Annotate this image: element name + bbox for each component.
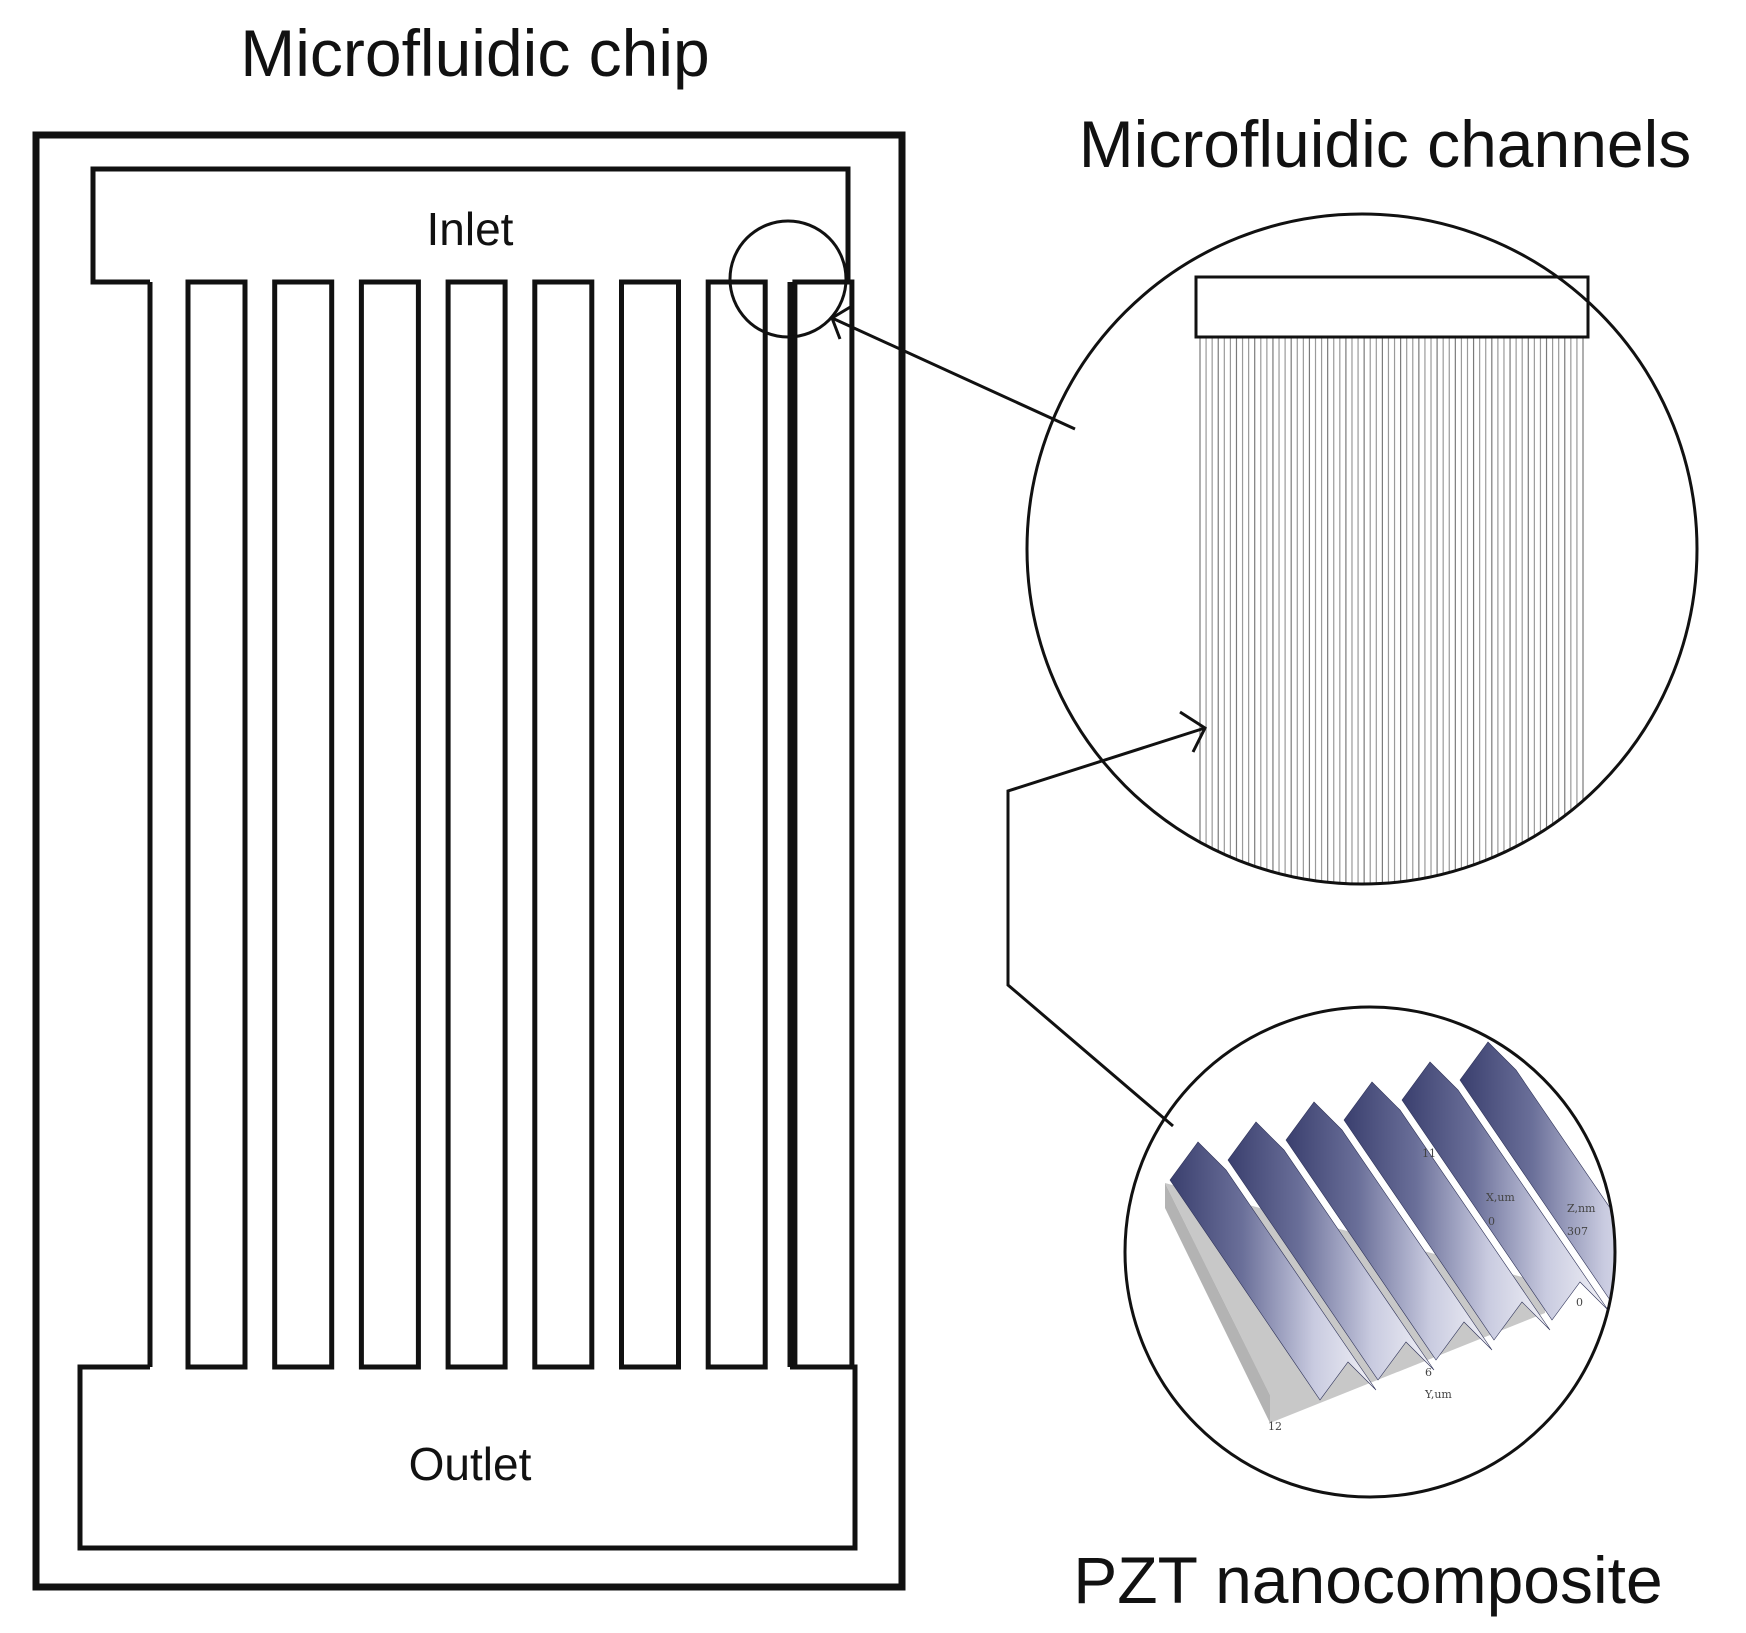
afm-z-tick-max: 307 (1567, 1225, 1588, 1238)
chip-highlight-circle (728, 219, 848, 339)
nanocomposite-zoom: 11 X,um 0 Z,nm 307 0 6 Y,um 12 (1123, 1005, 1617, 1499)
afm-ridge (1343, 1081, 1551, 1341)
afm-x-label: X,um (1486, 1191, 1515, 1204)
inlet-label: Inlet (427, 203, 514, 255)
afm-ridge (1285, 1101, 1493, 1361)
channel-finger (532, 279, 595, 1370)
chip-title: Microfluidic chip (240, 16, 709, 90)
channel-fine-lines (1199, 337, 1584, 884)
afm-y-label: Y,um (1424, 1388, 1452, 1401)
nano-connector-arrow (1006, 710, 1207, 1128)
outlet-label: Outlet (409, 1438, 532, 1490)
inlet-manifold (90, 166, 851, 285)
afm-y-tick-max: 12 (1268, 1420, 1282, 1433)
channel-finger (619, 279, 681, 1370)
afm-x-tick-zero: 0 (1488, 1215, 1495, 1228)
nanocomposite-title: PZT nanocomposite (1073, 1543, 1662, 1617)
channel-finger (272, 279, 335, 1370)
zoom-inlet-bar (1194, 275, 1590, 339)
nanocomposite-zoom-circle (1123, 1005, 1617, 1499)
chip-outer-border (32, 131, 906, 1591)
afm-ridge (1227, 1121, 1435, 1381)
chip-channel-network (77, 166, 858, 1551)
afm-z-label: Z,nm (1567, 1202, 1596, 1215)
channel-finger (705, 279, 768, 1370)
channel-finger (445, 279, 508, 1370)
channel-finger (792, 279, 855, 1370)
channels-zoom-circle (1025, 212, 1699, 886)
afm-x-tick-max: 11 (1422, 1147, 1436, 1160)
zoom-arrow (830, 304, 1076, 431)
afm-surface (1165, 1041, 1615, 1423)
afm-ridge (1169, 1141, 1377, 1401)
channel-finger (358, 279, 421, 1370)
channels-zoom (1025, 212, 1699, 886)
afm-y-tick-mid: 6 (1425, 1366, 1432, 1379)
afm-z-tick-zero: 0 (1576, 1296, 1583, 1309)
channel-finger (185, 279, 248, 1370)
channels-title: Microfluidic channels (1079, 107, 1692, 181)
